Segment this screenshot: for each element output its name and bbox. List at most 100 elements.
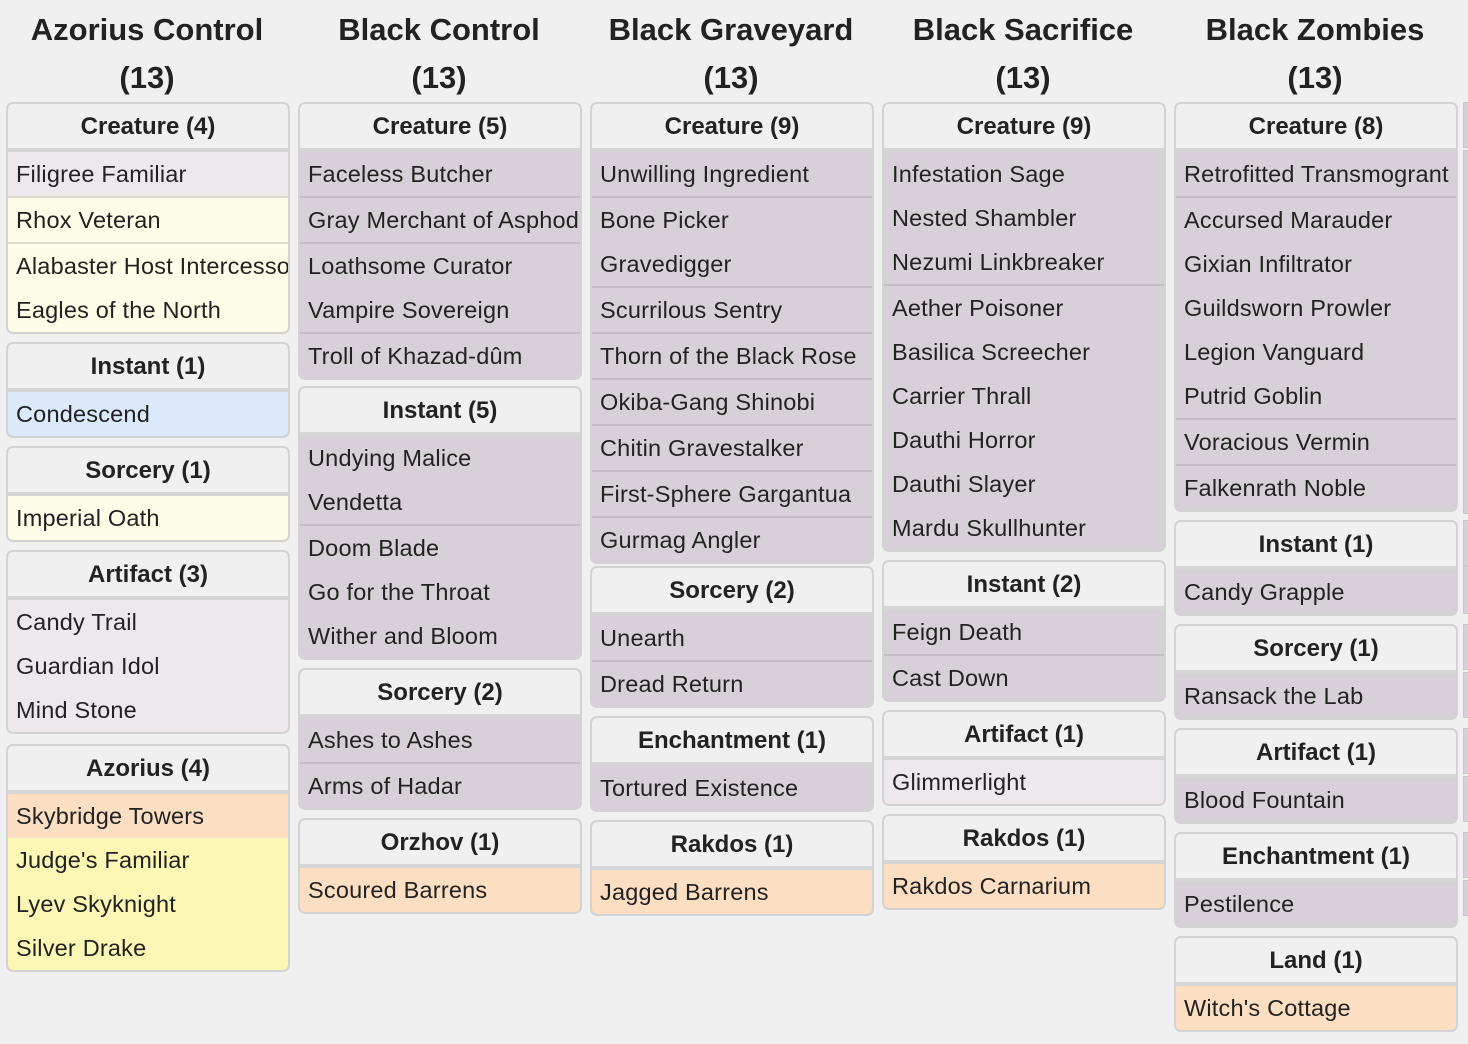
- card-row[interactable]: Gray Merchant of Asphodel: [300, 196, 580, 242]
- card-row[interactable]: Doom Blade: [300, 524, 580, 570]
- section-orzhov: Orzhov (1)Scoured Barrens: [298, 818, 582, 914]
- card-row[interactable]: Scurrilous Sentry: [592, 286, 872, 332]
- card-row[interactable]: Putrid Goblin: [1176, 374, 1456, 418]
- deck-count: (13): [995, 60, 1051, 95]
- card-row[interactable]: Wither and Bloom: [300, 614, 580, 658]
- card-row[interactable]: Faceless Butcher: [300, 152, 580, 196]
- card-row[interactable]: Nezumi Linkbreaker: [884, 240, 1164, 284]
- deck-name: Black Zombies: [1205, 12, 1425, 47]
- card-row[interactable]: Unwilling Ingredient: [592, 152, 872, 196]
- card-row[interactable]: Basilica Screecher: [884, 330, 1164, 374]
- card-row[interactable]: Thorn of the Black Rose: [592, 332, 872, 378]
- section-header[interactable]: Creature (4): [8, 104, 288, 152]
- card-row[interactable]: Tortured Existence: [592, 766, 872, 810]
- card-row[interactable]: Candy Trail: [8, 600, 288, 644]
- card-row[interactable]: Chitin Gravestalker: [592, 424, 872, 470]
- card-row[interactable]: Rhox Veteran: [8, 196, 288, 242]
- card-row[interactable]: Accursed Marauder: [1176, 196, 1456, 242]
- next-column-edge: [1463, 832, 1468, 878]
- section-header[interactable]: Land (1): [1176, 938, 1456, 986]
- section-header[interactable]: Creature (9): [592, 104, 872, 152]
- card-row[interactable]: First-Sphere Gargantua: [592, 470, 872, 516]
- card-row[interactable]: Go for the Throat: [300, 570, 580, 614]
- card-row[interactable]: Dread Return: [592, 660, 872, 706]
- card-row[interactable]: Eagles of the North: [8, 288, 288, 332]
- card-row[interactable]: Aether Poisoner: [884, 284, 1164, 330]
- card-row[interactable]: Bone Picker: [592, 196, 872, 242]
- section-header[interactable]: Creature (5): [300, 104, 580, 152]
- section-header[interactable]: Orzhov (1): [300, 820, 580, 868]
- card-row[interactable]: Cast Down: [884, 654, 1164, 700]
- card-row[interactable]: Silver Drake: [8, 926, 288, 970]
- card-row[interactable]: Guildsworn Prowler: [1176, 286, 1456, 330]
- section-header[interactable]: Instant (1): [8, 344, 288, 392]
- card-row[interactable]: Blood Fountain: [1176, 778, 1456, 822]
- card-row[interactable]: Retrofitted Transmogrant: [1176, 152, 1456, 196]
- card-row[interactable]: Condescend: [8, 392, 288, 436]
- card-row[interactable]: Vendetta: [300, 480, 580, 524]
- section-header[interactable]: Creature (8): [1176, 104, 1456, 152]
- card-row[interactable]: Guardian Idol: [8, 644, 288, 688]
- card-row[interactable]: Skybridge Towers: [8, 794, 288, 838]
- card-row[interactable]: Lyev Skyknight: [8, 882, 288, 926]
- section-header[interactable]: Sorcery (1): [8, 448, 288, 496]
- next-column-edge: [1463, 880, 1468, 916]
- section-enchantment: Enchantment (1)Pestilence: [1174, 832, 1458, 928]
- card-row[interactable]: Mind Stone: [8, 688, 288, 732]
- card-row[interactable]: Dauthi Horror: [884, 418, 1164, 462]
- card-row[interactable]: Gixian Infiltrator: [1176, 242, 1456, 286]
- card-row[interactable]: Imperial Oath: [8, 496, 288, 540]
- card-row[interactable]: Dauthi Slayer: [884, 462, 1164, 506]
- section-header[interactable]: Artifact (1): [1176, 730, 1456, 778]
- card-row[interactable]: Nested Shambler: [884, 196, 1164, 240]
- card-row[interactable]: Loathsome Curator: [300, 242, 580, 288]
- card-row[interactable]: Feign Death: [884, 610, 1164, 654]
- section-header[interactable]: Artifact (3): [8, 552, 288, 600]
- card-row[interactable]: Arms of Hadar: [300, 762, 580, 808]
- section-header[interactable]: Artifact (1): [884, 712, 1164, 760]
- card-row[interactable]: Pestilence: [1176, 882, 1456, 926]
- next-column-edge: [1463, 728, 1468, 774]
- section-header[interactable]: Instant (5): [300, 388, 580, 436]
- card-row[interactable]: Ashes to Ashes: [300, 718, 580, 762]
- card-row[interactable]: Alabaster Host Intercessor: [8, 242, 288, 288]
- section-header[interactable]: Sorcery (1): [1176, 626, 1456, 674]
- card-row[interactable]: Scoured Barrens: [300, 868, 580, 912]
- card-row[interactable]: Falkenrath Noble: [1176, 464, 1456, 510]
- card-row[interactable]: Legion Vanguard: [1176, 330, 1456, 374]
- card-row[interactable]: Gravedigger: [592, 242, 872, 286]
- card-row[interactable]: Infestation Sage: [884, 152, 1164, 196]
- next-column-edge: [1463, 776, 1468, 822]
- section-header[interactable]: Creature (9): [884, 104, 1164, 152]
- card-row[interactable]: Rakdos Carnarium: [884, 864, 1164, 908]
- deck-column-black-graveyard: Black Graveyard(13)Creature (9)Unwilling…: [590, 0, 874, 916]
- section-header[interactable]: Instant (2): [884, 562, 1164, 610]
- section-header[interactable]: Enchantment (1): [592, 718, 872, 766]
- section-header[interactable]: Azorius (4): [8, 746, 288, 794]
- section-header[interactable]: Rakdos (1): [884, 816, 1164, 864]
- card-row[interactable]: Carrier Thrall: [884, 374, 1164, 418]
- card-row[interactable]: Judge's Familiar: [8, 838, 288, 882]
- card-row[interactable]: Ransack the Lab: [1176, 674, 1456, 718]
- card-row[interactable]: Filigree Familiar: [8, 152, 288, 196]
- next-column-edge: [1463, 566, 1468, 614]
- card-row[interactable]: Candy Grapple: [1176, 570, 1456, 614]
- section-header[interactable]: Instant (1): [1176, 522, 1456, 570]
- card-row[interactable]: Troll of Khazad-dûm: [300, 332, 580, 378]
- card-row[interactable]: Unearth: [592, 616, 872, 660]
- card-row[interactable]: Voracious Vermin: [1176, 418, 1456, 464]
- card-row[interactable]: Gurmag Angler: [592, 516, 872, 562]
- card-row[interactable]: Glimmerlight: [884, 760, 1164, 804]
- section-header[interactable]: Sorcery (2): [300, 670, 580, 718]
- card-row[interactable]: Undying Malice: [300, 436, 580, 480]
- section-header[interactable]: Rakdos (1): [592, 822, 872, 870]
- card-row[interactable]: Jagged Barrens: [592, 870, 872, 914]
- card-row[interactable]: Okiba-Gang Shinobi: [592, 378, 872, 424]
- section-header[interactable]: Sorcery (2): [592, 568, 872, 616]
- card-row[interactable]: Witch's Cottage: [1176, 986, 1456, 1030]
- card-row[interactable]: Vampire Sovereign: [300, 288, 580, 332]
- card-row[interactable]: Mardu Skullhunter: [884, 506, 1164, 550]
- section-header[interactable]: Enchantment (1): [1176, 834, 1456, 882]
